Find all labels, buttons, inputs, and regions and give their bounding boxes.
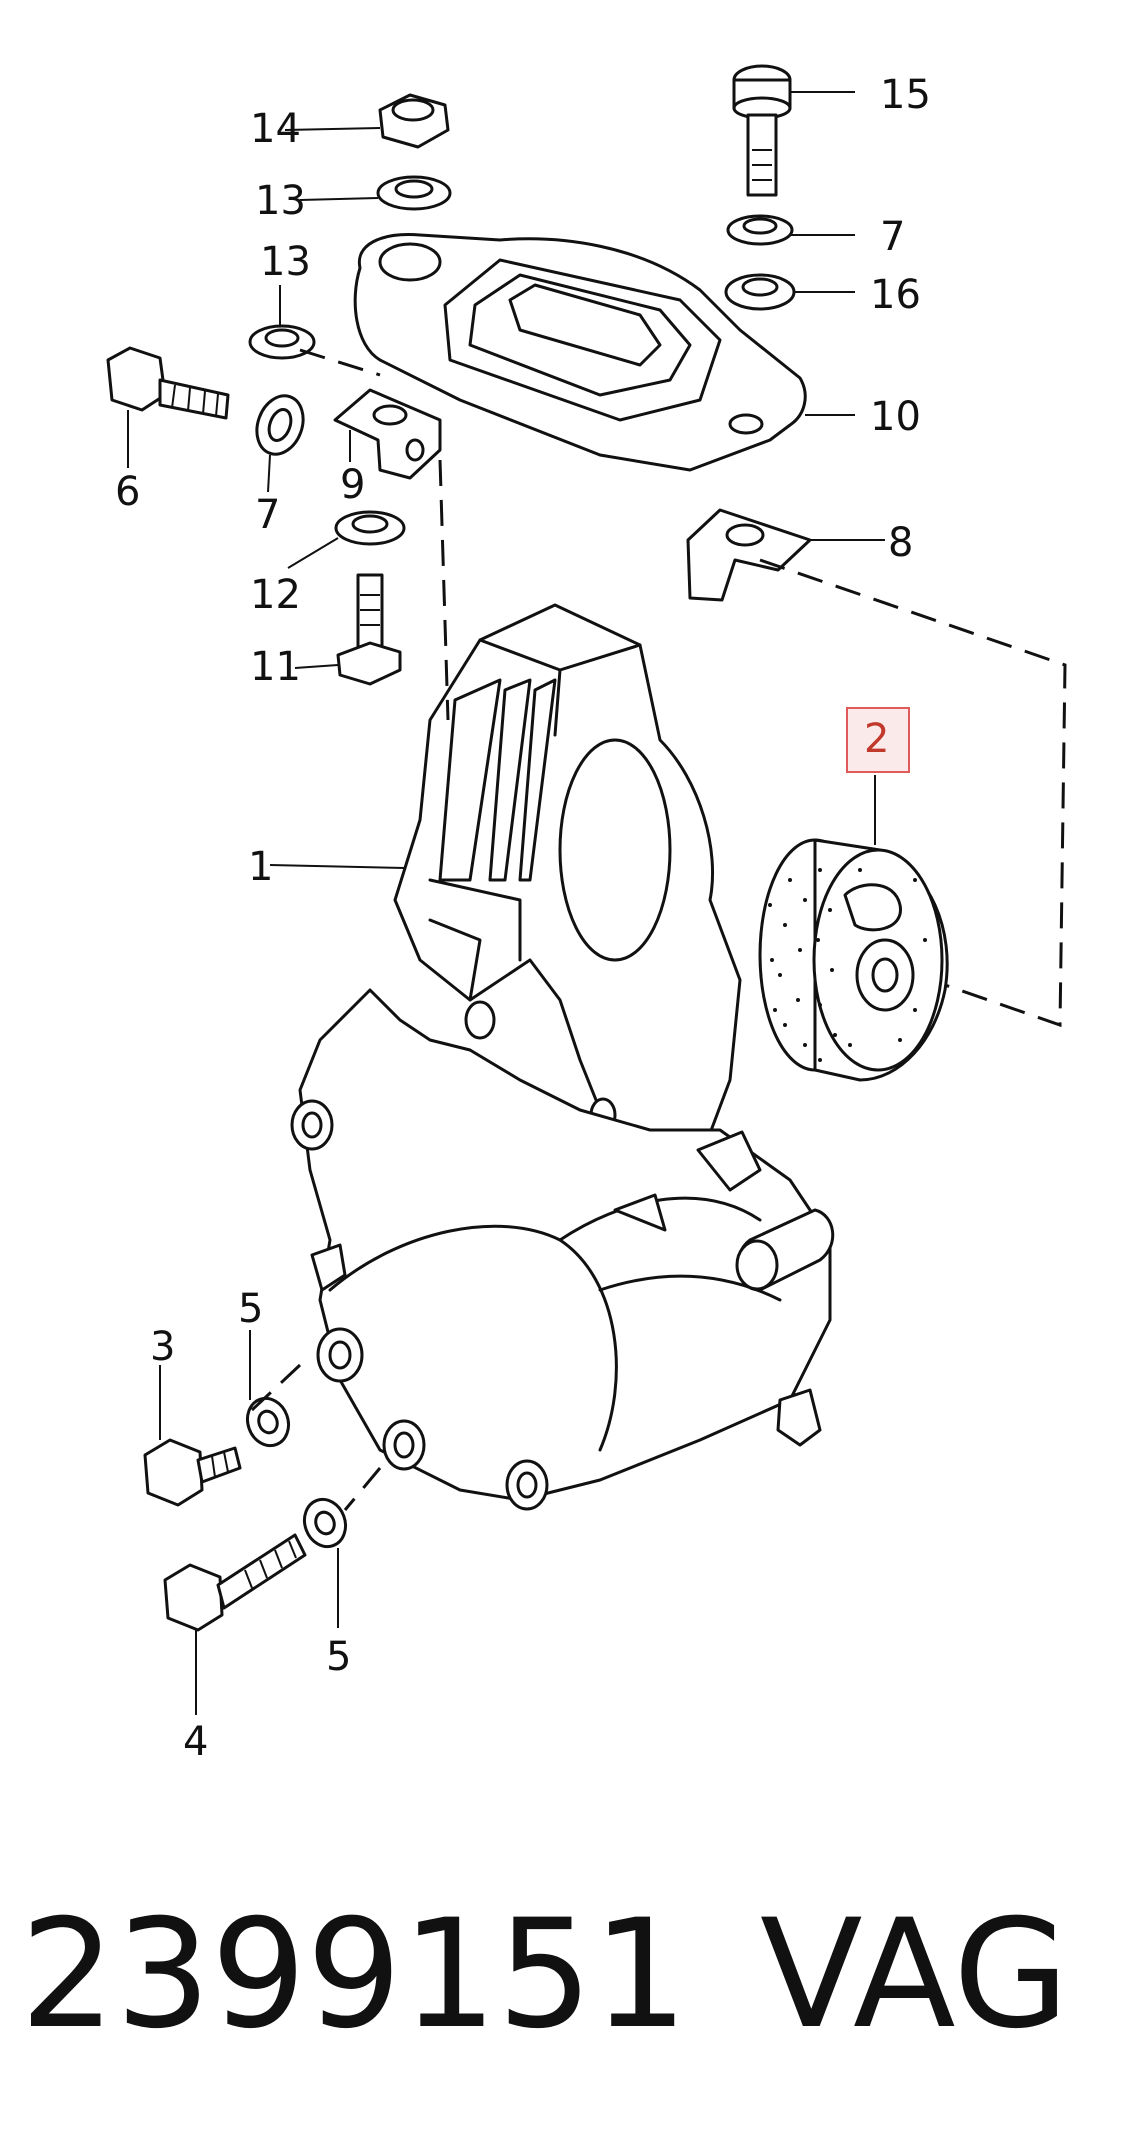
callout-2-highlighted: 2 xyxy=(864,716,889,762)
callout-16: 16 xyxy=(870,272,921,318)
callout-7-top: 7 xyxy=(880,214,905,260)
callout-12: 12 xyxy=(250,572,301,618)
washer-5-lower xyxy=(302,1497,348,1549)
callout-7-left: 7 xyxy=(255,492,280,538)
engine-bracket-1 xyxy=(393,603,742,1202)
washer-12 xyxy=(334,510,406,546)
callout-15: 15 xyxy=(880,72,931,118)
spring-washer-7-left xyxy=(255,394,305,456)
bracket-9 xyxy=(333,388,442,480)
callout-labels: 14 13 13 6 7 9 12 11 15 7 16 10 8 1 2 3 … xyxy=(115,72,931,1765)
callout-13-top: 13 xyxy=(255,178,306,224)
leader-lines xyxy=(127,91,885,1715)
washer-5-upper xyxy=(245,1396,291,1448)
callout-5-upper: 5 xyxy=(238,1286,263,1332)
bracket-8 xyxy=(686,508,812,602)
gearbox-mount-bracket xyxy=(353,233,807,472)
brand-name: VAG xyxy=(760,1888,1070,2062)
callout-10: 10 xyxy=(870,394,921,440)
bolt-3 xyxy=(143,1438,242,1507)
caption: 2399151 VAG xyxy=(20,1880,1110,2070)
bolt-15 xyxy=(732,64,792,197)
assembly-lines xyxy=(250,348,1067,1511)
bolt-4 xyxy=(163,1533,307,1632)
callout-13-lower: 13 xyxy=(260,239,311,285)
callout-6: 6 xyxy=(115,469,140,515)
callout-4: 4 xyxy=(183,1719,208,1765)
washer-13-top xyxy=(376,175,452,211)
housing-cover xyxy=(290,988,835,1511)
washer-13-lower xyxy=(248,324,316,360)
highlight-box xyxy=(846,707,910,773)
callout-14: 14 xyxy=(250,106,301,152)
callout-11: 11 xyxy=(250,644,301,690)
bolt-6 xyxy=(106,346,230,420)
nut-14 xyxy=(378,93,450,149)
rubber-mount-2 xyxy=(758,838,949,1082)
callout-8: 8 xyxy=(888,520,913,566)
spring-washer-7-top xyxy=(726,214,794,246)
callout-5-lower: 5 xyxy=(326,1634,351,1680)
washer-16 xyxy=(724,273,796,311)
callout-9: 9 xyxy=(340,462,365,508)
part-number: 2399151 xyxy=(20,1888,689,2062)
callout-1: 1 xyxy=(248,844,273,890)
bolt-11 xyxy=(336,573,402,686)
rubber-texture xyxy=(768,868,927,1062)
callout-3: 3 xyxy=(150,1324,175,1370)
